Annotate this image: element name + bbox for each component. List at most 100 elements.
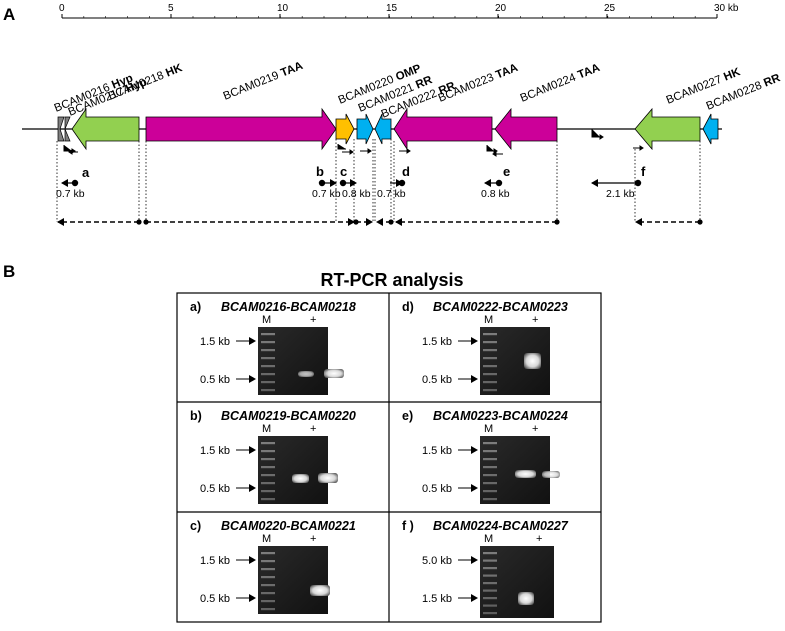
marker-label: 1.5 kb <box>200 555 230 567</box>
scale-tick-label: 30 kb <box>714 3 739 14</box>
ladder-band <box>483 389 497 392</box>
scale-tick-label: 25 <box>604 3 616 14</box>
lane-label-plus: + <box>310 423 316 435</box>
ladder-band <box>261 373 275 376</box>
ladder-band <box>261 442 275 445</box>
ladder-band <box>483 559 497 562</box>
amplicon-letters: a b c d e f <box>82 164 646 180</box>
marker-label: 1.5 kb <box>200 445 230 457</box>
panel-b-label: B <box>3 262 15 281</box>
gene-BCAM0227 <box>634 107 701 151</box>
gel-name: BCAM0223-BCAM0224 <box>433 409 568 423</box>
scale-tick-label: 5 <box>168 3 174 14</box>
panel-a-label: A <box>3 5 15 24</box>
amplicon-letter-a: a <box>82 165 90 180</box>
ladder-band <box>483 442 497 445</box>
gene-BCAM0223 <box>393 107 493 151</box>
ladder-band <box>483 552 497 555</box>
gel-tag: f ) <box>402 519 414 533</box>
gel-tag: e) <box>402 409 413 423</box>
lane-label-m: M <box>484 314 493 326</box>
gene-BCAM0216 <box>57 116 65 142</box>
ladder-band <box>261 490 275 493</box>
gene-BCAM0221 <box>356 113 374 145</box>
amplicon-size-d: 0.7 kb <box>377 188 406 200</box>
ladder-band <box>483 373 497 376</box>
ladder-band <box>261 466 275 469</box>
dna-band <box>524 353 541 369</box>
gel-name: BCAM0222-BCAM0223 <box>433 300 568 314</box>
dna-band <box>292 474 309 483</box>
gel-name: BCAM0216-BCAM0218 <box>221 300 356 314</box>
gene-label-BCAM0219: BCAM0219 TAA <box>222 60 305 103</box>
dna-band <box>515 470 536 478</box>
gene-labels: BCAM0216 Hyp BCAM0217 Hyp BCAM0218 HK BC… <box>53 60 783 121</box>
ladder-band <box>261 333 275 336</box>
lane-label-m: M <box>484 533 493 545</box>
ladder-band <box>261 552 275 555</box>
gel-image <box>258 546 328 614</box>
amplicon-size-b: 0.7 kb <box>312 188 341 200</box>
gel-name: BCAM0224-BCAM0227 <box>433 519 569 533</box>
ladder-band <box>261 576 275 579</box>
gel-image <box>258 327 328 395</box>
gel-image <box>258 436 328 504</box>
amplicon-letter-d: d <box>402 164 410 179</box>
amplicon-letter-f: f <box>641 164 646 179</box>
ladder-band <box>483 612 497 615</box>
marker-label: 0.5 kb <box>200 374 230 386</box>
marker-label: 0.5 kb <box>200 483 230 495</box>
lane-label-plus: + <box>310 533 316 545</box>
gel-grid <box>176 292 602 623</box>
gene-BCAM0218 <box>71 107 140 151</box>
marker-label: 1.5 kb <box>422 336 452 348</box>
ladder-band <box>261 341 275 344</box>
gene-BCAM0219 <box>145 107 337 151</box>
primer-marks <box>63 129 644 157</box>
ladder-band <box>483 490 497 493</box>
marker-label: 1.5 kb <box>200 336 230 348</box>
ladder-band <box>483 333 497 336</box>
lane-label-plus: + <box>532 423 538 435</box>
gene-BCAM0224 <box>494 107 558 151</box>
ladder-band <box>483 365 497 368</box>
amplicon-size-c: 0.8 kb <box>342 188 371 200</box>
gel-image <box>480 436 550 504</box>
scale-tick-label: 20 <box>495 3 507 14</box>
amplicon-size-f: 2.1 kb <box>606 188 635 200</box>
dna-band <box>518 592 534 605</box>
gel-tag: a) <box>190 300 201 314</box>
ladder-band <box>483 597 497 600</box>
marker-label: 0.5 kb <box>422 483 452 495</box>
marker-label: 1.5 kb <box>422 445 452 457</box>
ladder-band <box>483 589 497 592</box>
scale-tick-label: 15 <box>386 3 398 14</box>
marker-label: 0.5 kb <box>422 374 452 386</box>
dna-band <box>324 369 344 378</box>
ladder-band <box>483 450 497 453</box>
ladder-band <box>483 474 497 477</box>
gene-BCAM0222 <box>374 113 392 145</box>
ladder-band <box>261 592 275 595</box>
gel-tag: b) <box>190 409 202 423</box>
amplicon-letter-e: e <box>503 164 510 179</box>
gel-name: BCAM0220-BCAM0221 <box>221 519 356 533</box>
ladder-band <box>483 381 497 384</box>
ladder-band <box>261 600 275 603</box>
ladder-band <box>261 450 275 453</box>
ladder-band <box>483 482 497 485</box>
lane-label-plus: + <box>310 314 316 326</box>
gel-name: BCAM0219-BCAM0220 <box>221 409 356 423</box>
ladder-band <box>483 458 497 461</box>
ladder-band <box>261 584 275 587</box>
dna-band <box>298 371 314 377</box>
ladder-band <box>483 357 497 360</box>
gene-BCAM0228 <box>702 113 719 145</box>
marker-label: 0.5 kb <box>200 593 230 605</box>
amplicon-arrows <box>61 179 642 187</box>
